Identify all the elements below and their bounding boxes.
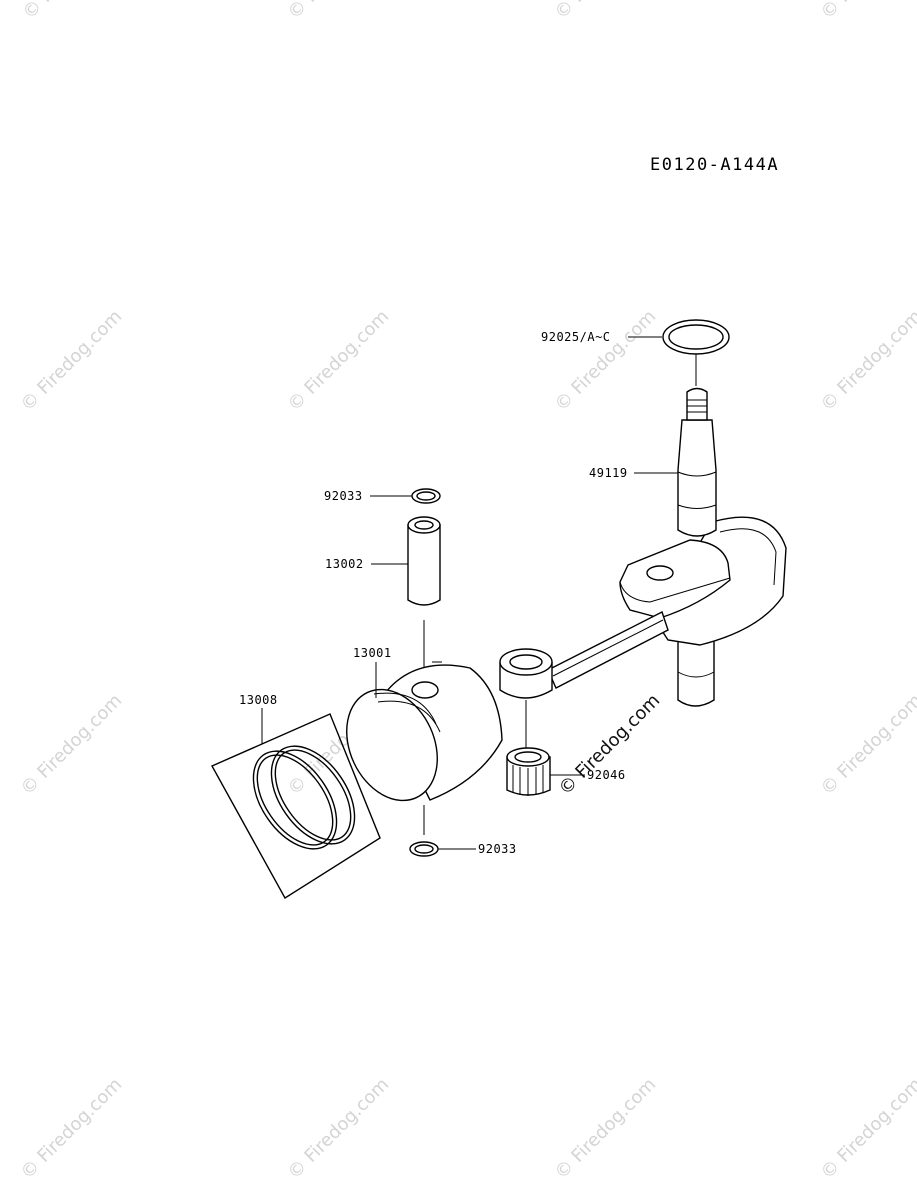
part-label[interactable]: 13008 — [239, 693, 278, 707]
circlip-bottom-drawing — [409, 841, 439, 857]
watermark: © Firedog.com — [284, 1074, 394, 1184]
watermark: © Firedog.com — [817, 306, 917, 416]
diagram-code: E0120-A144A — [650, 155, 779, 175]
needle-bearing-drawing — [506, 700, 551, 796]
piston-pin-drawing — [407, 516, 441, 680]
piston-rings-drawing — [211, 713, 381, 899]
watermark: © Firedog.com — [551, 1074, 661, 1184]
watermark: © Firedog.com — [19, 0, 129, 24]
callout-92025[interactable]: 92025/A~C — [541, 330, 662, 344]
part-label[interactable]: 49119 — [589, 466, 628, 480]
watermark: © Firedog.com — [817, 1074, 917, 1184]
piston-drawing — [346, 661, 503, 835]
callout-49119[interactable]: 49119 — [589, 466, 678, 480]
callout-92046[interactable]: 92046 — [550, 768, 626, 782]
watermark: © Firedog.com — [17, 1074, 127, 1184]
watermark: © Firedog.com — [817, 0, 917, 24]
crankshaft-drawing — [499, 387, 787, 707]
part-label[interactable]: 92025/A~C — [541, 330, 611, 344]
watermark: © Firedog.com — [555, 690, 665, 800]
part-label[interactable]: 92033 — [324, 489, 363, 503]
watermark: © Firedog.com — [17, 306, 127, 416]
callout-13001[interactable]: 13001 — [353, 646, 392, 698]
part-label[interactable]: 13001 — [353, 646, 392, 660]
callout-13008[interactable]: 13008 — [239, 693, 278, 744]
watermark: © Firedog.com — [551, 0, 661, 24]
callout-92033-top[interactable]: 92033 — [324, 489, 412, 503]
callout-92033-bottom[interactable]: 92033 — [438, 842, 517, 856]
part-label[interactable]: 92046 — [587, 768, 626, 782]
circlip-top-drawing — [411, 488, 441, 504]
part-label[interactable]: 92033 — [478, 842, 517, 856]
part-label[interactable]: 13002 — [325, 557, 364, 571]
watermark: © Firedog.com — [817, 690, 917, 800]
watermark: © Firedog.com — [551, 306, 661, 416]
watermark: © Firedog.com — [284, 306, 394, 416]
watermark: © Firedog.com — [17, 690, 127, 800]
watermark: © Firedog.com — [284, 0, 394, 24]
callout-13002[interactable]: 13002 — [325, 557, 408, 571]
washer-drawing — [662, 319, 730, 386]
